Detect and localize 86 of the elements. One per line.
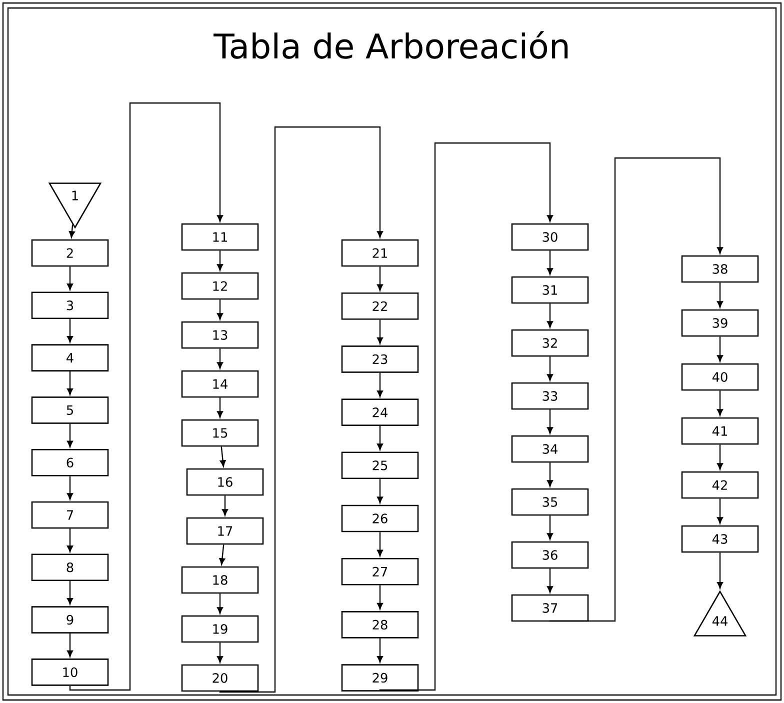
arrow <box>717 336 723 362</box>
arrow <box>67 266 73 290</box>
arrow <box>377 320 383 344</box>
arrow <box>547 410 553 434</box>
arrow <box>717 282 723 308</box>
arrow <box>67 424 73 448</box>
arrow <box>67 633 73 657</box>
process-box: 17 <box>186 517 264 545</box>
arrow <box>547 462 553 487</box>
arrow <box>377 372 383 398</box>
arrow <box>220 446 226 467</box>
process-box: 38 <box>681 255 759 283</box>
process-box: 4 <box>31 344 109 372</box>
process-box: 5 <box>31 396 109 424</box>
arrow <box>547 516 553 540</box>
arrow <box>717 498 723 524</box>
arrow <box>217 348 224 369</box>
process-box: 25 <box>341 452 419 480</box>
process-box: 36 <box>511 541 589 569</box>
process-box: 42 <box>681 471 759 499</box>
process-box: 3 <box>31 292 109 320</box>
arrow <box>547 250 553 275</box>
process-box: 8 <box>31 554 109 582</box>
arrow <box>217 594 224 614</box>
arrow <box>217 250 224 271</box>
arrow <box>217 642 224 663</box>
arrow <box>377 426 383 450</box>
process-box: 39 <box>681 309 759 337</box>
process-box: 20 <box>181 664 259 692</box>
process-box: 31 <box>511 276 589 304</box>
connector <box>69 102 224 691</box>
process-box: 37 <box>511 594 589 622</box>
process-box: 15 <box>181 419 259 447</box>
process-box: 35 <box>511 488 589 516</box>
arrow <box>67 371 73 395</box>
process-box: 9 <box>31 606 109 634</box>
process-box: 29 <box>341 664 419 692</box>
arrow <box>217 398 224 418</box>
arrow <box>717 552 723 589</box>
title: Tabla de Arboreación <box>214 31 568 59</box>
arrow <box>67 581 73 605</box>
connector <box>219 126 383 693</box>
arrow <box>547 568 553 593</box>
process-box: 34 <box>511 435 589 463</box>
arrow <box>547 356 553 381</box>
process-box: 26 <box>341 504 419 532</box>
arrow <box>377 532 383 556</box>
connector <box>379 142 553 692</box>
process-box: 16 <box>186 468 264 496</box>
arrow <box>67 319 73 343</box>
process-box: 11 <box>181 223 259 251</box>
process-box: 43 <box>681 525 759 553</box>
arrow <box>377 479 383 504</box>
process-box: 28 <box>341 611 419 638</box>
process-box: 24 <box>341 398 419 426</box>
process-box: 18 <box>181 566 259 594</box>
process-box: 19 <box>181 615 259 643</box>
process-box: 33 <box>511 382 589 410</box>
arrow <box>67 476 73 500</box>
process-box: 14 <box>181 370 259 398</box>
arrow <box>219 544 226 565</box>
arrow <box>68 224 75 238</box>
arrow <box>217 300 224 320</box>
process-box: 2 <box>31 239 109 267</box>
process-box: 10 <box>31 658 109 686</box>
process-box: 41 <box>681 417 759 445</box>
process-box: 30 <box>511 223 589 251</box>
connector <box>549 157 723 622</box>
arrow <box>377 585 383 610</box>
process-box: 21 <box>341 239 419 267</box>
process-box: 6 <box>31 448 109 476</box>
arrow <box>377 266 383 291</box>
process-box: 23 <box>341 346 419 373</box>
arrow <box>222 496 228 516</box>
process-box: 12 <box>181 272 259 300</box>
process-box: 22 <box>341 292 419 320</box>
process-box: 13 <box>181 321 259 349</box>
process-box: 7 <box>31 501 109 529</box>
arrow <box>717 390 723 416</box>
process-box: 40 <box>681 363 759 391</box>
arrow <box>377 638 383 663</box>
process-box: 27 <box>341 558 419 586</box>
process-box: 32 <box>511 329 589 357</box>
arrow <box>547 304 553 328</box>
arrow <box>67 528 73 552</box>
arrow <box>717 444 723 470</box>
